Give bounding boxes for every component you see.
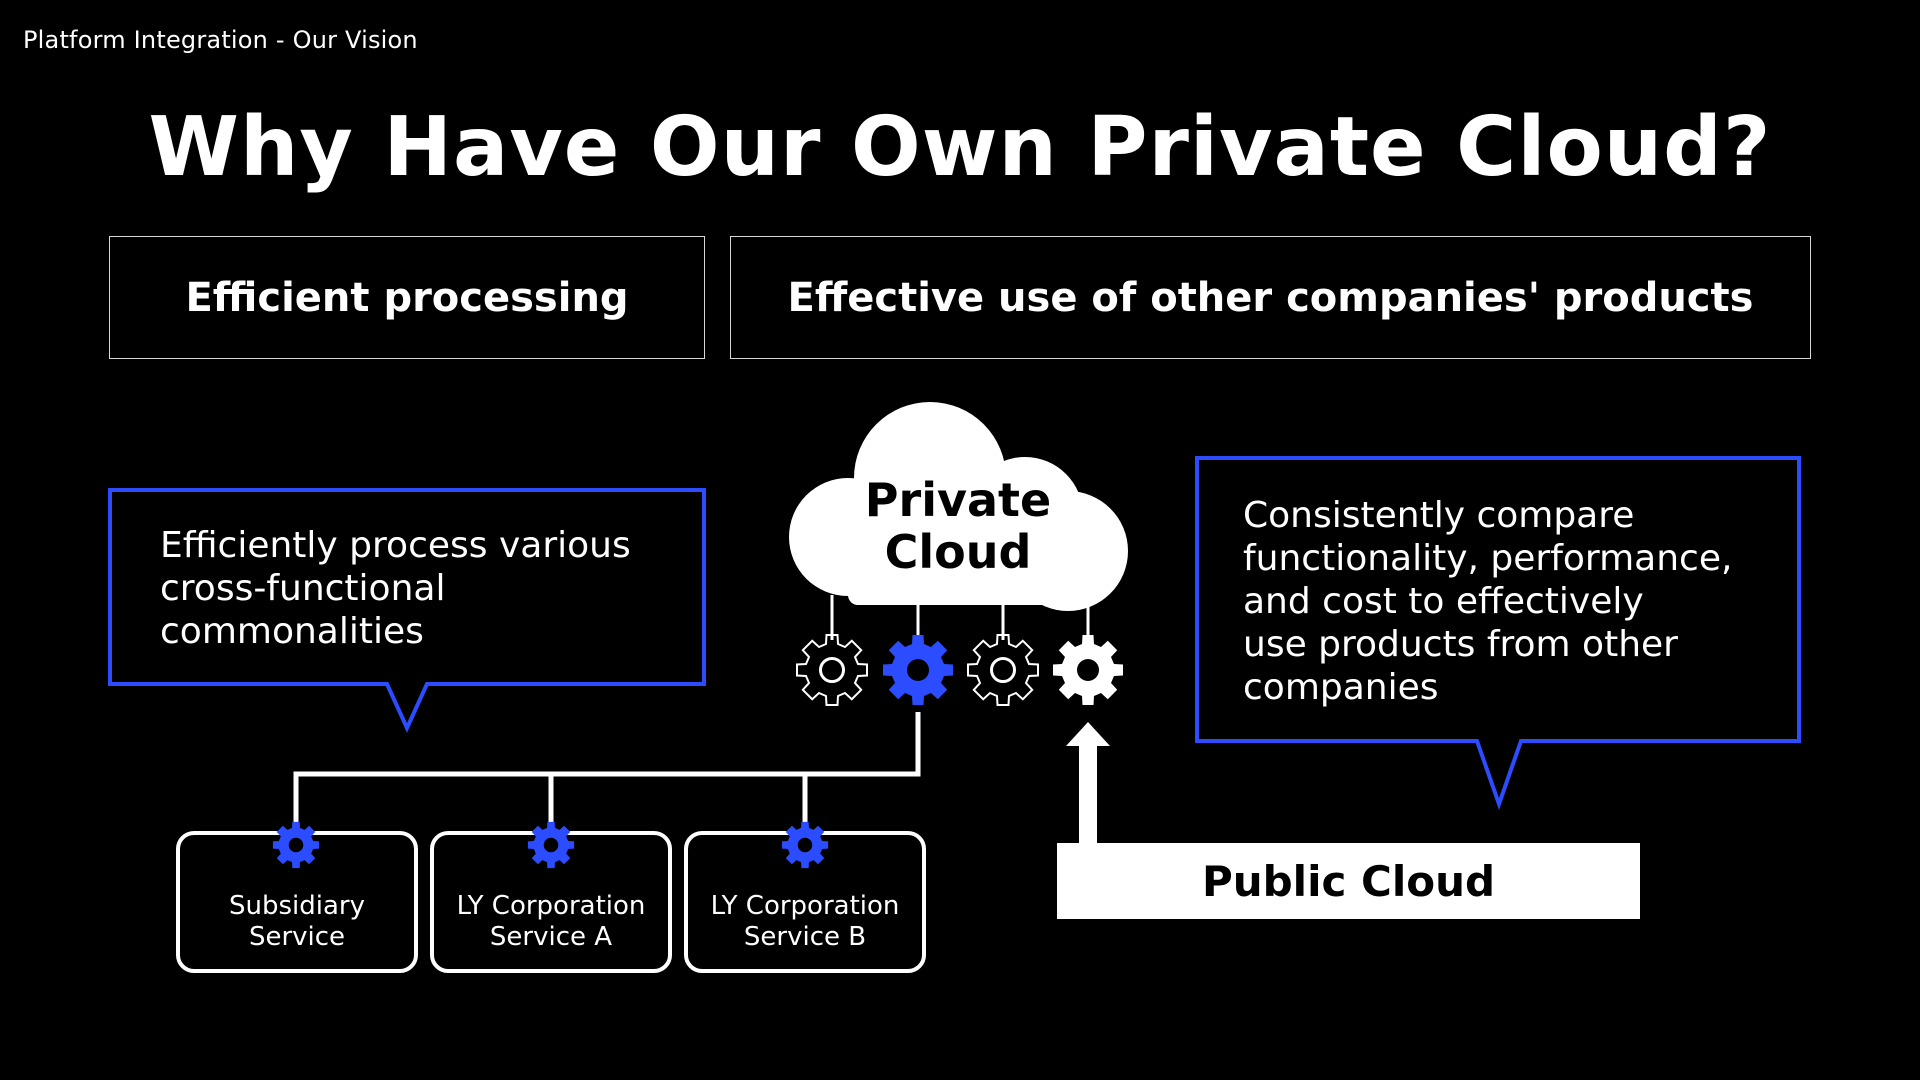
callout-right-bubble (1195, 456, 1801, 811)
gear-outline-icon (967, 634, 1039, 706)
arrow-up-icon (1066, 722, 1110, 844)
service-connector-lines (293, 712, 921, 832)
heading-efficient-processing-label: Efficient processing (185, 274, 629, 321)
callout-right-text: Consistently compare functionality, perf… (1243, 495, 1733, 708)
service-label-ly-a: LY Corporation Service A (456, 891, 646, 952)
public-cloud-box (1057, 843, 1640, 919)
heading-efficient-processing: Efficient processing (109, 236, 705, 359)
callout-left-bubble (108, 488, 706, 733)
heading-effective-use: Effective use of other companies' produc… (730, 236, 1811, 359)
private-cloud-label: Private Cloud (864, 473, 1052, 579)
callout-left-text: Efficiently process various cross-functi… (160, 525, 631, 652)
page-title: Why Have Our Own Private Cloud? (148, 100, 1772, 195)
heading-effective-use-label: Effective use of other companies' produc… (787, 274, 1754, 321)
service-label-ly-b: LY Corporation Service B (710, 891, 900, 952)
public-cloud-label: Public Cloud (1201, 856, 1496, 906)
private-cloud-shape (789, 402, 1128, 611)
service-label-subsidiary: Subsidiary Service (229, 891, 365, 952)
gear-icon (1053, 635, 1123, 705)
gear-icon (883, 635, 953, 705)
breadcrumb: Platform Integration - Our Vision (23, 26, 418, 54)
gear-outline-icon (796, 634, 868, 706)
